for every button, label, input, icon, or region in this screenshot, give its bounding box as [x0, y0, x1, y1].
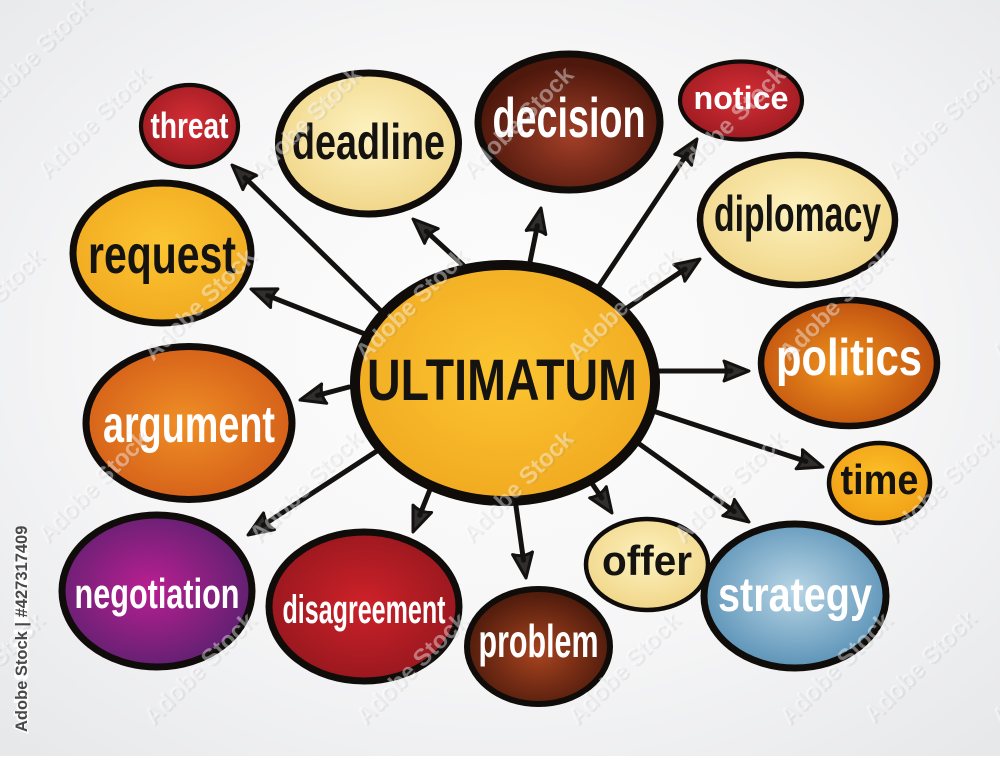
svg-text:problem: problem	[479, 615, 599, 667]
svg-text:argument: argument	[103, 396, 275, 454]
svg-text:decision: decision	[493, 86, 646, 149]
svg-text:strategy: strategy	[718, 569, 872, 622]
svg-text:negotiation: negotiation	[75, 570, 240, 617]
svg-text:request: request	[88, 225, 236, 285]
svg-text:disagreement: disagreement	[283, 588, 446, 632]
svg-text:time: time	[841, 456, 919, 503]
svg-text:threat: threat	[151, 105, 229, 146]
svg-text:notice: notice	[694, 80, 789, 116]
svg-text:diplomacy: diplomacy	[714, 186, 881, 242]
svg-text:ULTIMATUM: ULTIMATUM	[367, 348, 637, 413]
svg-text:politics: politics	[776, 329, 922, 387]
svg-text:Adobe Stock | #427317409: Adobe Stock | #427317409	[13, 533, 31, 732]
svg-text:Adobe Stock | #427317409: Adobe Stock | #427317409	[13, 526, 31, 732]
svg-text:offer: offer	[602, 537, 692, 584]
svg-text:deadline: deadline	[292, 114, 445, 170]
